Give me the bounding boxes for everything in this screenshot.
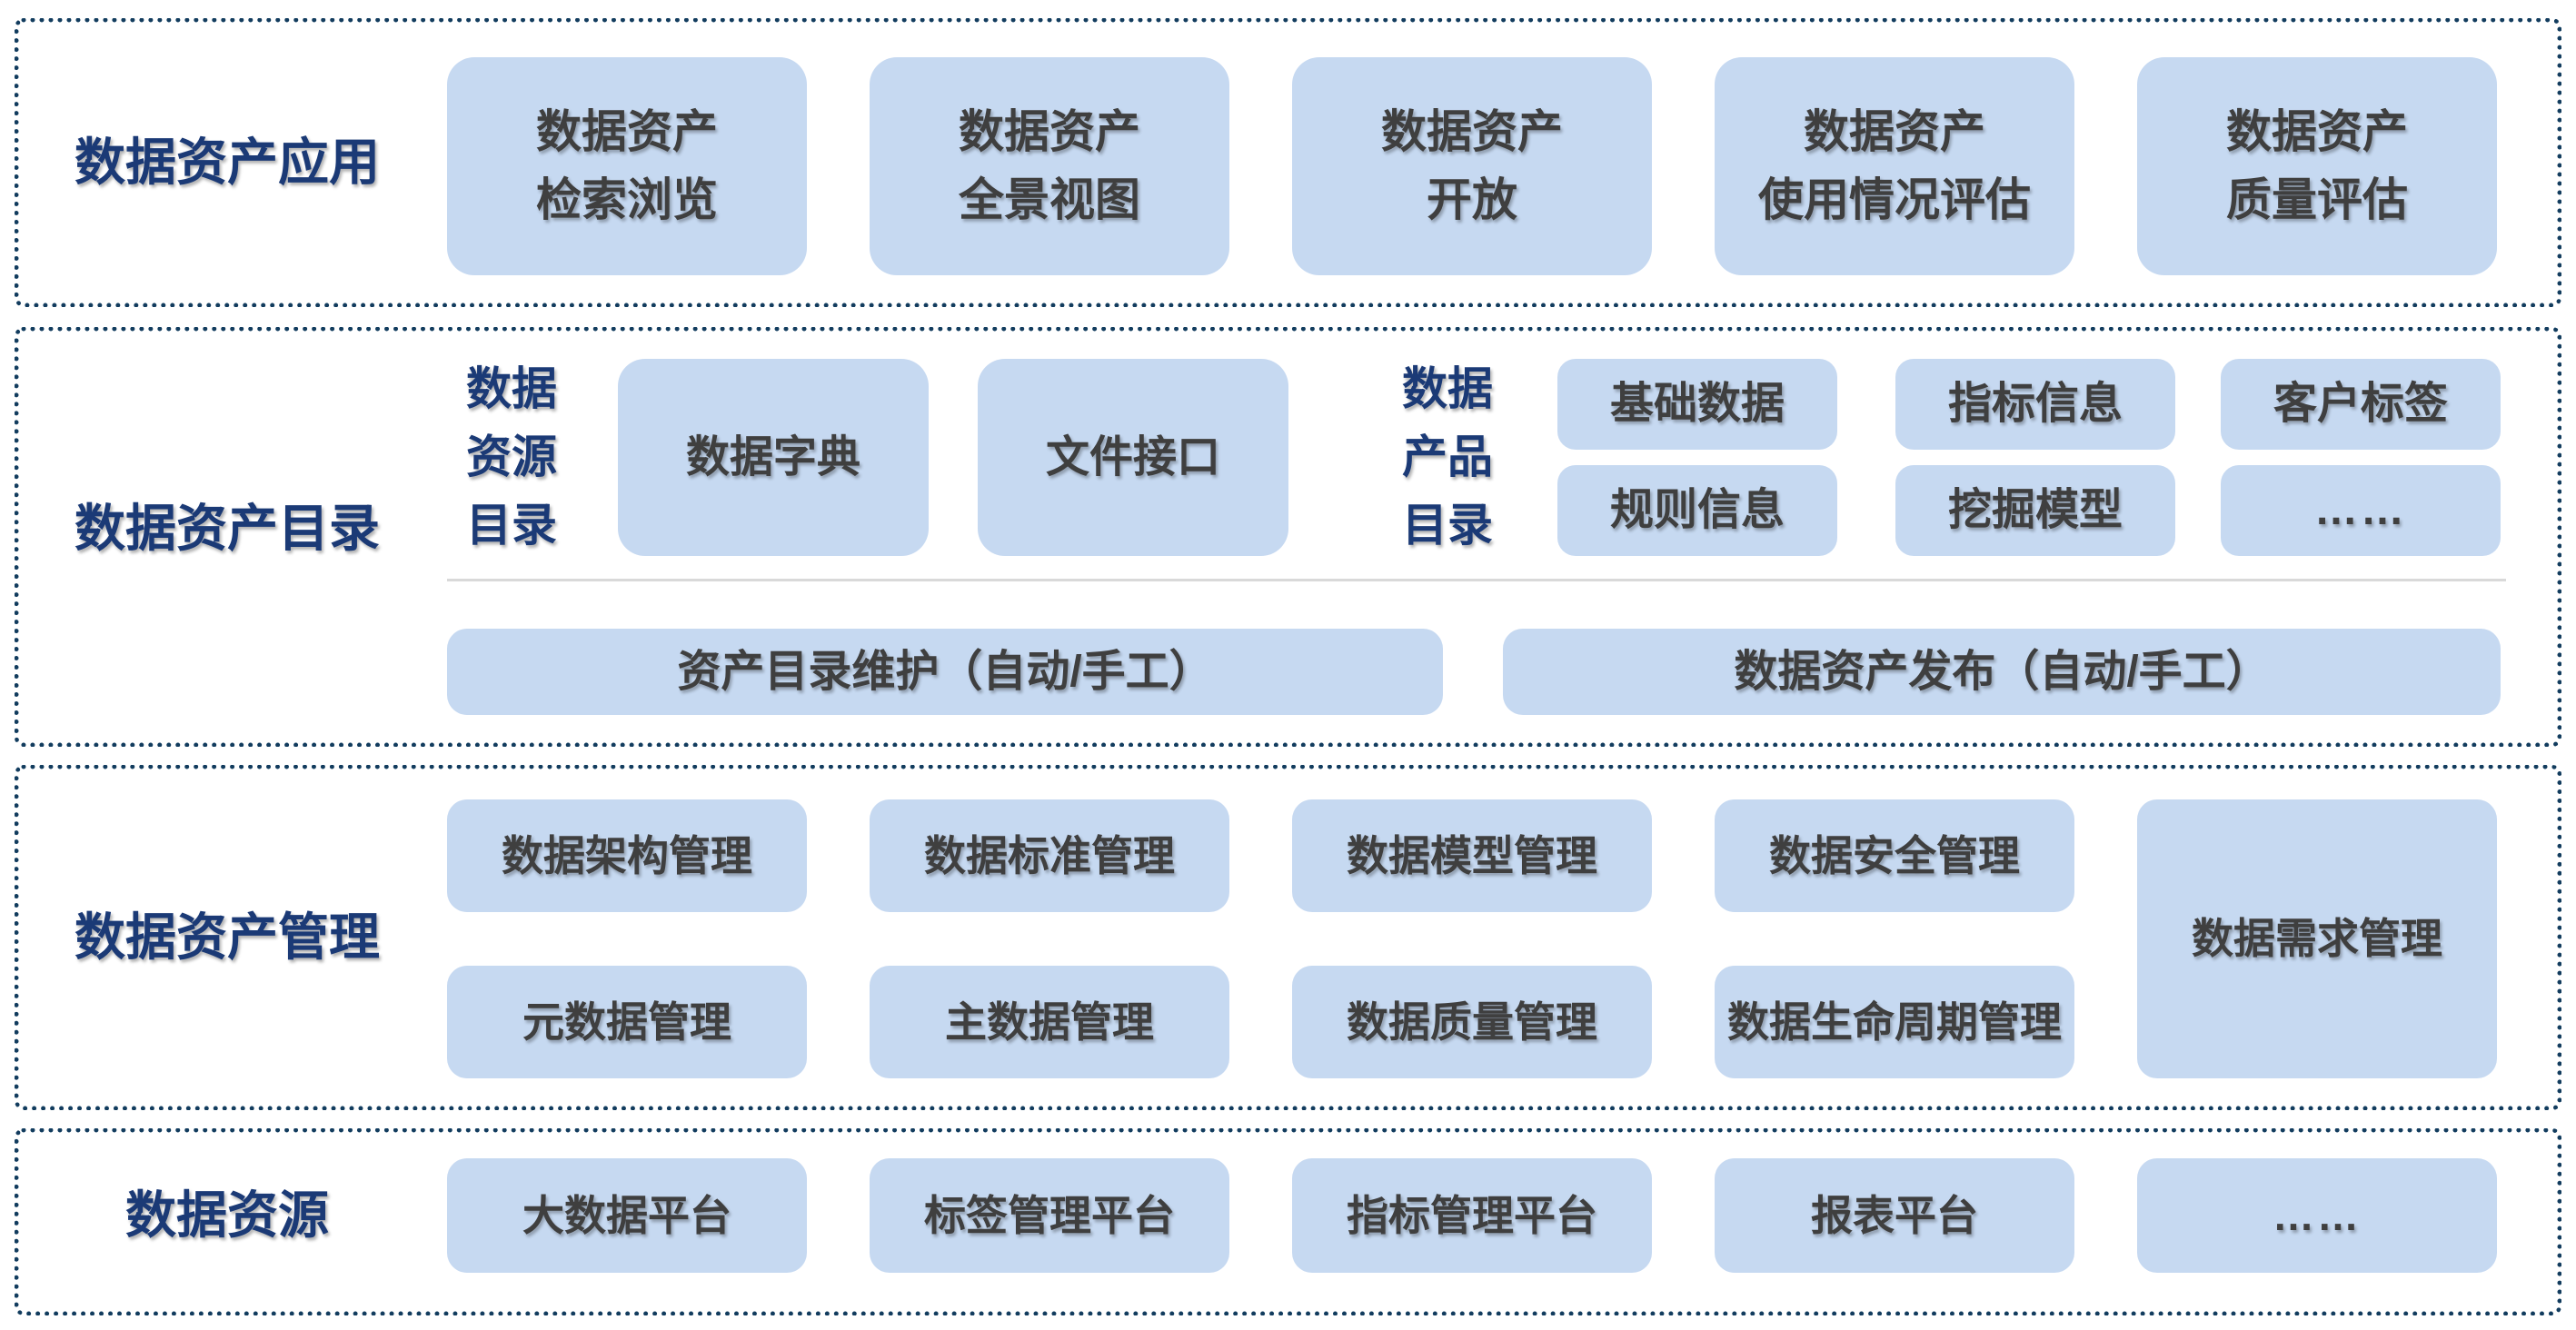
bar-catalog-maintenance: 资产目录维护（自动/手工）	[447, 629, 1443, 715]
sublabel-data-product-catalog: 数据 产品 目录	[1402, 363, 1493, 551]
box-customer-tag: 客户标签	[2221, 359, 2501, 450]
section-data-asset-catalog	[15, 327, 2561, 747]
box-rule-info: 规则信息	[1557, 465, 1837, 556]
box-indicator-info: 指标信息	[1895, 359, 2175, 450]
box-asset-quality-evaluation: 数据资产 质量评估	[2137, 57, 2497, 275]
box-tag-mgmt-platform: 标签管理平台	[870, 1158, 1229, 1273]
box-data-lifecycle-mgmt: 数据生命周期管理	[1715, 966, 2074, 1078]
box-data-security-mgmt: 数据安全管理	[1715, 799, 2074, 912]
box-resource-ellipsis: ……	[2137, 1158, 2497, 1273]
box-data-dictionary: 数据字典	[618, 359, 929, 556]
label-data-asset-application: 数据资产应用	[75, 134, 380, 191]
section-data-resources	[15, 1128, 2561, 1315]
label-data-asset-catalog: 数据资产目录	[75, 500, 380, 557]
box-product-ellipsis: ……	[2221, 465, 2501, 556]
box-data-model-mgmt: 数据模型管理	[1292, 799, 1652, 912]
label-data-resources: 数据资源	[125, 1186, 329, 1244]
box-indicator-mgmt-platform: 指标管理平台	[1292, 1158, 1652, 1273]
box-big-data-platform: 大数据平台	[447, 1158, 807, 1273]
box-file-interface: 文件接口	[978, 359, 1288, 556]
box-data-demand-mgmt: 数据需求管理	[2137, 799, 2497, 1078]
box-data-standard-mgmt: 数据标准管理	[870, 799, 1229, 912]
box-asset-open: 数据资产 开放	[1292, 57, 1652, 275]
bar-asset-publish: 数据资产发布（自动/手工）	[1503, 629, 2501, 715]
box-data-quality-mgmt: 数据质量管理	[1292, 966, 1652, 1078]
box-metadata-mgmt: 元数据管理	[447, 966, 807, 1078]
box-data-architecture-mgmt: 数据架构管理	[447, 799, 807, 912]
box-asset-retrieval-browse: 数据资产 检索浏览	[447, 57, 807, 275]
divider-line	[447, 579, 2506, 581]
box-asset-usage-evaluation: 数据资产 使用情况评估	[1715, 57, 2074, 275]
box-asset-panorama-view: 数据资产 全景视图	[870, 57, 1229, 275]
box-mining-model: 挖掘模型	[1895, 465, 2175, 556]
box-basic-data: 基础数据	[1557, 359, 1837, 450]
section-data-asset-application	[15, 18, 2561, 307]
label-data-asset-management: 数据资产管理	[75, 908, 380, 966]
sublabel-data-resource-catalog: 数据 资源 目录	[466, 363, 557, 551]
section-data-asset-management	[15, 765, 2561, 1110]
box-report-platform: 报表平台	[1715, 1158, 2074, 1273]
box-master-data-mgmt: 主数据管理	[870, 966, 1229, 1078]
